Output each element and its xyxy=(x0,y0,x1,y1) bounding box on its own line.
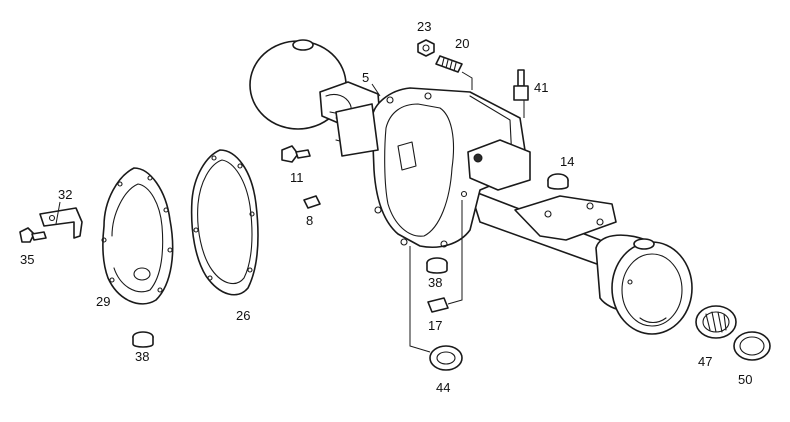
leader-lines xyxy=(55,71,525,353)
callout-41: 41 xyxy=(534,80,548,95)
callout-26: 26 xyxy=(236,308,250,323)
breather-41 xyxy=(513,69,529,101)
callout-23: 23 xyxy=(417,19,431,34)
sleeve-14 xyxy=(547,173,569,190)
bolt-35 xyxy=(19,227,47,243)
callout-47: 47 xyxy=(698,354,712,369)
callout-20: 20 xyxy=(455,36,469,51)
nut-23 xyxy=(417,39,435,57)
axle-cover xyxy=(101,167,174,305)
bracket xyxy=(39,207,83,239)
callout-11: 11 xyxy=(290,170,304,185)
bolt-11 xyxy=(281,145,311,163)
stud-20 xyxy=(435,55,463,73)
pin-17 xyxy=(427,297,449,313)
differential-housing xyxy=(329,87,531,248)
callout-38-upper: 38 xyxy=(428,275,442,290)
left-axle-flange xyxy=(249,39,381,130)
callout-8: 8 xyxy=(306,213,313,228)
callout-44: 44 xyxy=(436,380,450,395)
callout-35: 35 xyxy=(20,252,34,267)
cover-gasket xyxy=(190,149,259,296)
callout-50: 50 xyxy=(738,372,752,387)
pin-8 xyxy=(303,195,321,209)
plug-38-lower xyxy=(132,331,154,348)
callout-17: 17 xyxy=(428,318,442,333)
callout-5: 5 xyxy=(362,70,369,85)
seal-44 xyxy=(429,345,463,371)
plug-38-upper xyxy=(426,257,448,274)
bearing-47 xyxy=(695,305,737,339)
callout-14: 14 xyxy=(560,154,574,169)
callout-32: 32 xyxy=(58,187,72,202)
race-50 xyxy=(733,331,771,361)
axle-tube xyxy=(469,189,617,269)
callout-29: 29 xyxy=(96,294,110,309)
callout-38-lower: 38 xyxy=(135,349,149,364)
right-wheel-end xyxy=(595,234,693,335)
